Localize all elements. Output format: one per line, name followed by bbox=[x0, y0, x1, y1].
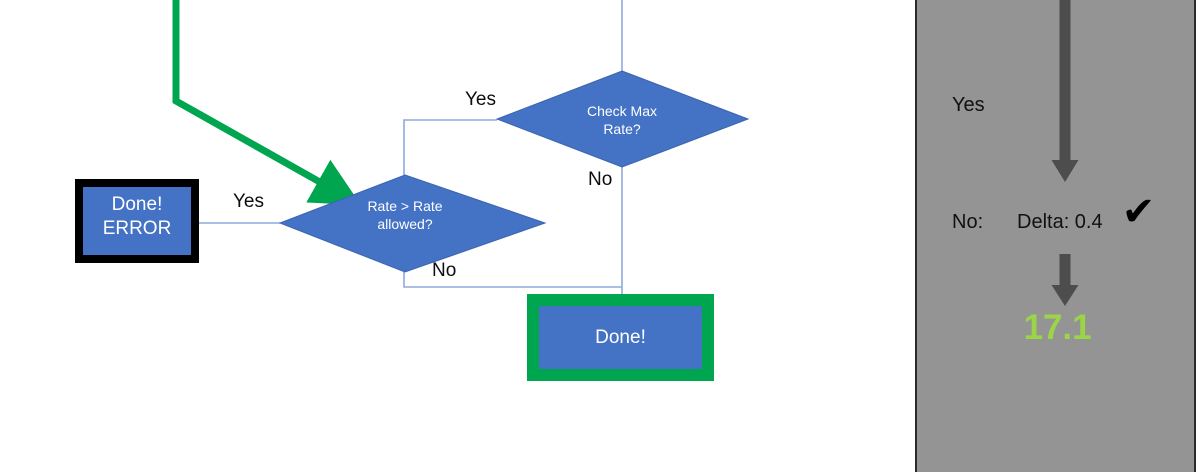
panel-delta-value: Delta: 0.4 bbox=[1017, 211, 1103, 233]
check-mark-icon: ✔ bbox=[1121, 190, 1156, 234]
connector-yes-check-max-to-rate bbox=[403, 119, 497, 176]
panel-yes-label: Yes bbox=[952, 94, 985, 116]
panel-result-value: 17.1 bbox=[1023, 308, 1092, 347]
edge-label-no-check-max: No bbox=[588, 169, 613, 190]
panel-no-label: No: bbox=[952, 211, 984, 233]
down-arrow-long-icon bbox=[1051, 0, 1079, 182]
right-margin-filler bbox=[1198, 0, 1202, 472]
node-rate-gt-rate-allowed[interactable] bbox=[278, 174, 547, 273]
side-panel-graphics bbox=[1051, 0, 1079, 306]
flowchart-graphics bbox=[75, 0, 750, 381]
highlight-green-path bbox=[172, 0, 361, 206]
node-done[interactable] bbox=[527, 294, 714, 381]
node-done-error[interactable] bbox=[75, 179, 199, 263]
edge-label-yes-rate-allowed: Yes bbox=[233, 191, 264, 212]
flowchart-canvas: Check Max Rate? Rate > Rate allowed? Don… bbox=[75, 0, 750, 381]
connector-no-rate-to-done bbox=[403, 272, 622, 288]
edge-label-no-rate-allowed: No bbox=[432, 260, 457, 281]
down-arrow-short-icon bbox=[1051, 254, 1079, 306]
node-check-max-rate[interactable] bbox=[495, 70, 750, 168]
side-panel: Yes No: Delta: 0.4 ✔ 17.1 bbox=[915, 0, 1196, 472]
edge-label-yes-check-max: Yes bbox=[465, 89, 496, 110]
